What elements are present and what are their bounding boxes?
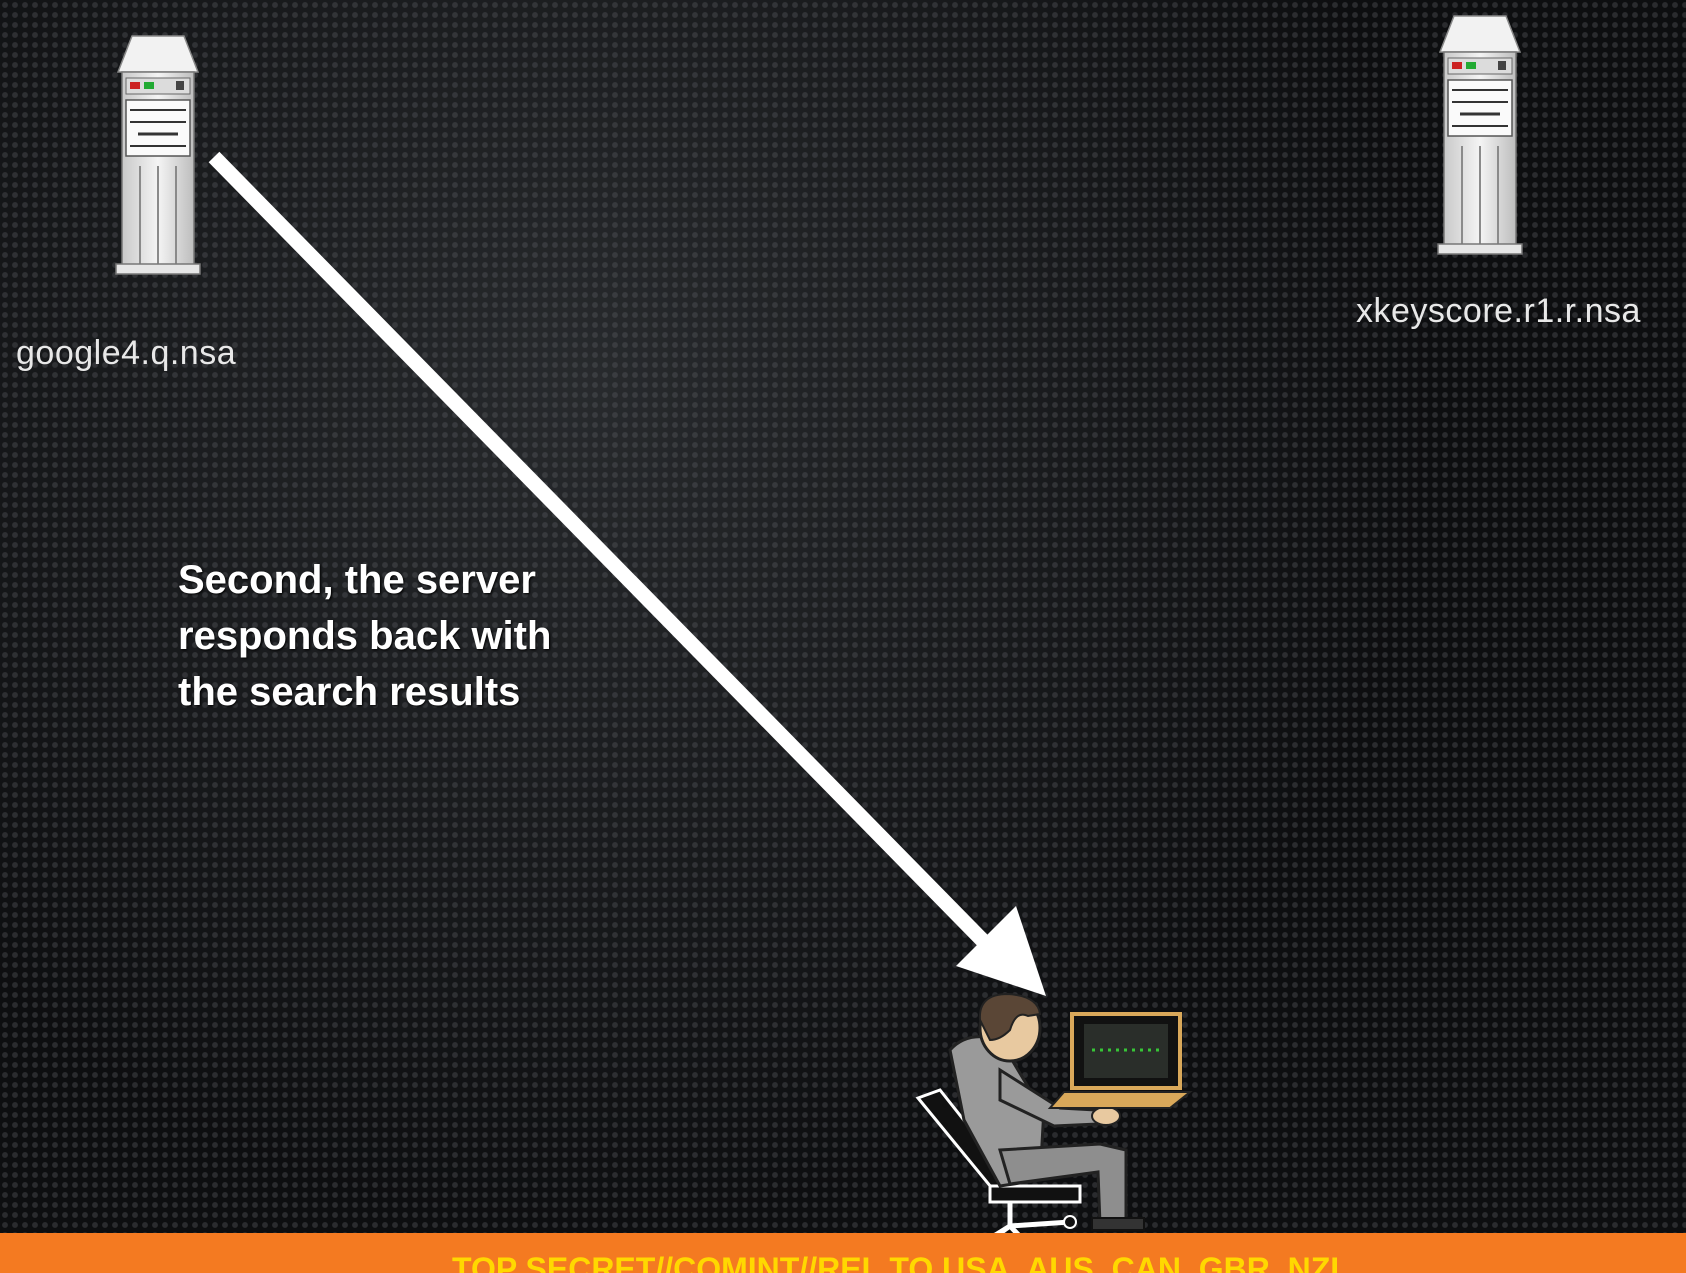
classification-text: TOP SECRET//COMINT//REL TO USA, AUS, CAN…: [452, 1251, 1350, 1273]
analyst-at-computer-icon: [918, 994, 1190, 1273]
caption-text: Second, the server responds back with th…: [178, 552, 658, 720]
server-label-google4: google4.q.nsa: [16, 334, 236, 373]
caption-line-2: responds back with: [178, 608, 658, 664]
server-tower-icon: [1438, 16, 1522, 254]
caption-line-3: the search results: [178, 664, 658, 720]
server-label-xkeyscore: xkeyscore.r1.r.nsa: [1356, 292, 1641, 331]
classification-banner: TOP SECRET//COMINT//REL TO USA, AUS, CAN…: [0, 1233, 1686, 1273]
server-tower-icon: [116, 36, 200, 274]
caption-line-1: Second, the server: [178, 552, 658, 608]
